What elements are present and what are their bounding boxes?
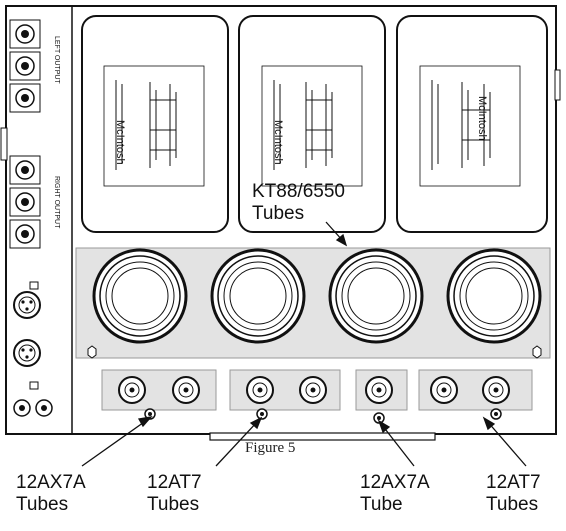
bias-adjust-pot [373,412,385,424]
kt88-callout-label: KT88/6550 Tubes [252,181,345,224]
transformer-plate-middle: McIntosh [272,120,284,165]
kt88-tube [92,248,188,344]
12at7-left-callout-label: 12AT7 Tubes [147,472,202,515]
mounting-nut [87,345,97,359]
12ax7a-middle-pointer [377,419,415,467]
kt88-tube [446,248,542,344]
side-bracket [0,127,8,161]
left-output-label: LEFT OUTPUT [53,36,60,84]
12at7-right-callout-label: 12AT7 Tubes [486,472,541,515]
12ax7a-left-callout-label: 12AX7A Tubes [16,472,86,515]
xlr-input-jack [13,339,41,367]
speaker-terminal [9,83,41,113]
right-output-label: RIGHT OUTPUT [53,176,60,229]
figure-caption: Figure 5 [245,440,296,456]
kt88-tube [328,248,424,344]
kt88-tube [210,248,306,344]
small-signal-tube [365,376,393,404]
small-signal-tube [172,376,200,404]
speaker-terminal [9,155,41,185]
transformer-left [81,15,229,233]
mode-switch [29,381,39,390]
side-bracket-right [554,69,561,101]
12ax7a-left-pointer [81,416,153,467]
small-signal-tube [482,376,510,404]
transformer-middle [238,15,386,233]
12at7-right-pointer [482,416,527,467]
xlr-input-jack [13,291,41,319]
bias-adjust-pot [490,408,502,420]
speaker-terminal [9,51,41,81]
12at7-left-pointer [215,416,263,467]
small-signal-tube [430,376,458,404]
rca-input-jack [13,399,53,417]
small-signal-tube [118,376,146,404]
rear-panel-connectors [9,19,53,417]
transformer-plate-right: McIntosh [476,96,488,141]
transformer-plate-left: McIntosh [114,120,126,165]
kt88-pointer [325,221,348,247]
small-signal-tube [299,376,327,404]
mounting-nut [532,345,542,359]
12ax7a-middle-callout-label: 12AX7A Tube [360,472,430,515]
front-edge-tab [209,432,436,441]
bias-adjust-pot [256,408,268,420]
speaker-terminal [9,19,41,49]
speaker-terminal [9,187,41,217]
small-signal-tube [246,376,274,404]
transformer-right [396,15,548,233]
mode-switch [29,281,39,290]
speaker-terminal [9,219,41,249]
